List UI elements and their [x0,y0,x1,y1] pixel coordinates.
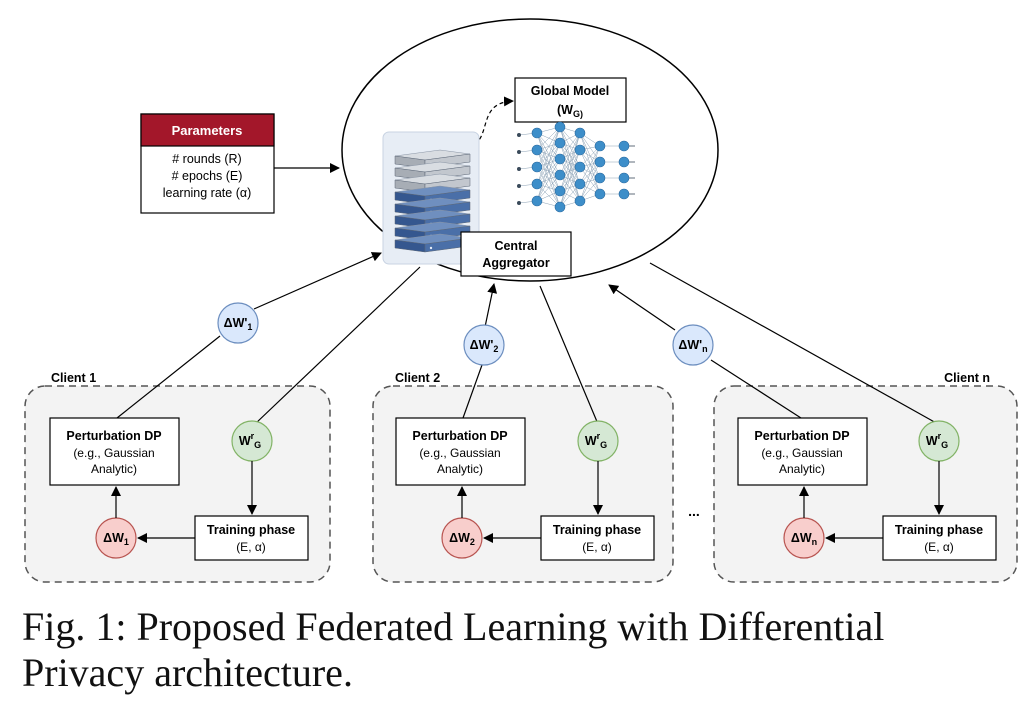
svg-text:(E, α): (E, α) [924,540,954,554]
connections [116,252,939,425]
svg-text:Perturbation DP: Perturbation DP [66,429,161,443]
svg-text:(e.g., Gaussian: (e.g., Gaussian [73,446,154,460]
svg-text:Perturbation DP: Perturbation DP [412,429,507,443]
parameters-box: Parameters # rounds (R) # epochs (E) lea… [140,113,275,214]
client-n-label: Client n [944,371,990,385]
svg-text:Analytic): Analytic) [91,462,137,476]
svg-text:(e.g., Gaussian: (e.g., Gaussian [419,446,500,460]
aggregator-label-line2: Aggregator [482,256,550,270]
svg-text:WrG: WrG [926,431,948,450]
client-2-global-weight-node: WrG [577,420,619,462]
neural-network-icon [517,121,635,213]
clients-ellipsis: ... [688,503,700,519]
svg-text:(E, α): (E, α) [582,540,612,554]
server-rack-icon [382,131,480,265]
client-n-global-weight-node: WrG [918,420,960,462]
aggregator-label-line1: Central [494,239,537,253]
parameter-epochs: # epochs (E) [172,169,243,183]
caption-line-1: Fig. 1: Proposed Federated Learning with… [22,604,885,649]
client-n-training-box: Training phase (E, α) [882,515,997,561]
svg-text:Training phase: Training phase [207,523,295,537]
client-1-update-node: ΔW'1 [217,302,259,344]
parameter-learning-rate: learning rate (α) [163,186,252,200]
client-n-perturbation-box: Perturbation DP (e.g., Gaussian Analytic… [737,417,868,486]
client-1-perturbation-box: Perturbation DP (e.g., Gaussian Analytic… [49,417,180,486]
client-2-local-update-node: ΔW2 [441,517,483,559]
svg-text:ΔWn: ΔWn [791,531,817,547]
client-n-update-node: ΔW'n [672,324,714,366]
svg-text:ΔW2: ΔW2 [449,531,475,547]
figure-caption: Fig. 1: Proposed Federated Learning with… [22,604,1022,696]
svg-text:Training phase: Training phase [553,523,641,537]
client-1-label: Client 1 [51,371,96,385]
global-model-label: Global Model [531,84,609,98]
client-2-perturbation-box: Perturbation DP (e.g., Gaussian Analytic… [395,417,526,486]
global-model-box: Global Model (WG) [514,77,627,123]
client-n-local-update-node: ΔWn [783,517,825,559]
client-2-label: Client 2 [395,371,440,385]
parameter-rounds: # rounds (R) [172,152,241,166]
svg-text:ΔW'1: ΔW'1 [224,316,253,332]
svg-text:Analytic): Analytic) [779,462,825,476]
svg-text:WrG: WrG [239,431,261,450]
svg-text:ΔW1: ΔW1 [103,531,129,547]
parameters-title: Parameters [172,123,243,138]
model-update-dashed-arrow [454,96,514,151]
caption-line-2: Privacy architecture. [22,650,353,695]
client-2-update-node: ΔW'2 [463,324,505,366]
svg-text:Perturbation DP: Perturbation DP [754,429,849,443]
client-1-global-weight-node: WrG [231,420,273,462]
global-model-weight: (WG) [557,103,583,119]
svg-text:ΔW'n: ΔW'n [678,338,707,354]
client-2-training-box: Training phase (E, α) [540,515,655,561]
svg-text:(e.g., Gaussian: (e.g., Gaussian [761,446,842,460]
central-aggregator-box: Central Aggregator [460,231,572,277]
client-1-local-update-node: ΔW1 [95,517,137,559]
svg-text:Training phase: Training phase [895,523,983,537]
architecture-diagram: Parameters # rounds (R) # epochs (E) lea… [24,18,1018,583]
svg-text:WrG: WrG [585,431,607,450]
svg-text:(E, α): (E, α) [236,540,266,554]
svg-text:Analytic): Analytic) [437,462,483,476]
client-1-training-box: Training phase (E, α) [194,515,309,561]
svg-text:ΔW'2: ΔW'2 [470,338,499,354]
